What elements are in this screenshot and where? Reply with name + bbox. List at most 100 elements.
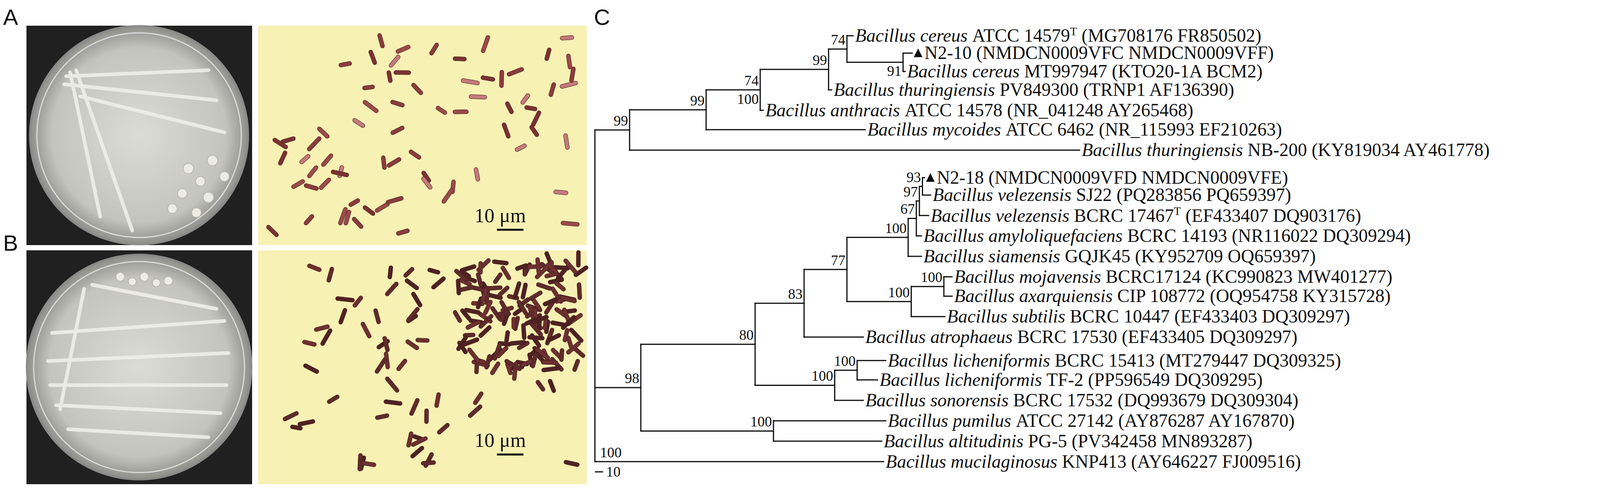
bootstrap-value: 97	[903, 183, 918, 200]
taxon-label-block: Bacillus amyloliquefaciensBCRC 14193 (NR…	[923, 226, 1411, 245]
species-name: Bacillus atrophaeus	[865, 326, 1013, 347]
tree-branch	[804, 268, 847, 270]
species-name: Bacillus mycoides	[867, 119, 1001, 140]
tree-branch	[911, 315, 946, 318]
bootstrap-value: 98	[624, 369, 640, 386]
strain-accession: BCRC 10447 (EF433403 DQ309297)	[1069, 305, 1350, 327]
strain-accession: NB-200 (KY819034 AY461778)	[1247, 139, 1490, 160]
tree-branch	[773, 440, 882, 442]
tree-branch	[760, 68, 829, 71]
tree-branch	[857, 379, 878, 381]
scale-bar-label-block: 10	[606, 464, 621, 479]
bootstrap-value: 99	[613, 112, 629, 129]
tree-branch	[919, 185, 923, 187]
bootstrap-value: 100	[834, 352, 856, 369]
plate-photo-a	[26, 25, 253, 245]
tree-branch	[594, 129, 596, 462]
bootstrap-value-block: 100	[600, 444, 622, 460]
taxon-label-block: Bacillus licheniformisBCRC 15413 (MT2794…	[887, 351, 1342, 370]
tree-branch	[903, 70, 906, 73]
tree-branch	[629, 149, 1080, 151]
taxon-label: N2-10 (NMDCN0009VFC NMDCN0009VFF)	[924, 42, 1275, 63]
bootstrap-value: 99	[812, 52, 827, 69]
tree-branch	[755, 384, 835, 386]
panel-letter: C	[593, 4, 611, 30]
strain-accession: TF-2 (PP596549 DQ309295)	[1046, 369, 1263, 390]
taxon-label-block: Bacillus atrophaeusBCRC 17530 (EF433405 …	[865, 327, 1298, 346]
bootstrap-value-block: 100	[920, 269, 943, 285]
tree-branch	[760, 109, 764, 111]
taxon-label-block: Bacillus velezensisSJ22 (PQ283856 PQ6593…	[932, 185, 1291, 205]
species-name: Bacillus altitudinis	[883, 430, 1024, 451]
bootstrap-value: 93	[906, 169, 922, 186]
bootstrap-value-block: 83	[787, 286, 803, 302]
strain-accession: CIP 108772 (OQ954758 KY315728)	[1117, 285, 1391, 306]
taxon-label-block: Bacillus sonorensisBCRC 17532 (DQ993679 …	[865, 390, 1299, 410]
species-name: Bacillus amyloliquefaciens	[923, 225, 1123, 246]
strain-accession: GQJK45 (KY952709 OQ659397)	[1064, 245, 1316, 267]
species-name: Bacillus mucilaginosus	[885, 450, 1058, 472]
bootstrap-value-block: 99	[812, 52, 827, 68]
panel-letter: A	[3, 4, 19, 30]
tree-branch	[755, 302, 805, 304]
strain-accession: SJ22 (PQ283856 PQ659397)	[1076, 184, 1292, 205]
strain-accession: MT997947 (KTO20-1A BCM2)	[1024, 60, 1263, 82]
bootstrap-value-block: 74	[744, 73, 759, 88]
type-strain-mark: T	[1070, 25, 1077, 38]
bootstrap-value-block: 100	[884, 220, 907, 236]
bootstrap-value: 74	[830, 31, 846, 48]
tree-branch	[908, 217, 917, 219]
panel-letter-block: C	[593, 6, 611, 29]
tree-branch	[629, 109, 707, 111]
query-strain-marker	[925, 173, 935, 182]
taxon-label-block: N2-10 (NMDCN0009VFC NMDCN0009VFF)	[924, 43, 1275, 63]
bootstrap-value-block: 100	[737, 91, 759, 107]
species-name: Bacillus anthracis	[765, 99, 900, 121]
taxon-label-block: Bacillus pumilusATCC 27142 (AY876287 AY1…	[887, 411, 1295, 430]
strain-accession: BCRC 17532 (DQ993679 DQ309304)	[1013, 389, 1299, 411]
tree-branch	[846, 236, 909, 238]
species-name: Bacillus axarquiensis	[953, 285, 1113, 306]
bootstrap-value: 77	[830, 252, 846, 269]
bootstrap-value: 67	[900, 200, 915, 217]
bootstrap-value-block: 100	[750, 414, 772, 429]
tree-branch	[846, 35, 853, 37]
taxon-label-block: Bacillus thuringiensisNB-200 (KY819034 A…	[1081, 140, 1490, 160]
bootstrap-value: 80	[739, 326, 754, 343]
taxon-label-block: Bacillus velezensisBCRC 17467T(EF433407 …	[930, 206, 1362, 225]
strain-accession: PV849300 (TRNP1 AF136390)	[999, 79, 1235, 100]
taxon-label-block: Bacillus siamensisGQJK45 (KY952709 OQ659…	[923, 246, 1316, 266]
tree-branch	[846, 300, 912, 302]
strain-accession: BCRC 15413 (MT279447 DQ309325)	[1054, 349, 1341, 371]
bootstrap-value-block: 77	[830, 252, 846, 268]
tree-branch	[919, 214, 929, 217]
bootstrap-value-block: 99	[613, 113, 629, 128]
taxon-label-block: Bacillus mucilaginosusKNP413 (AY646227 F…	[885, 452, 1302, 471]
tree-branch	[903, 52, 913, 54]
species-name: Bacillus siamensis	[923, 245, 1061, 267]
tree-branch	[640, 430, 774, 432]
taxon-label-block: Bacillus licheniformisTF-2 (PP596549 DQ3…	[879, 370, 1263, 389]
tree-branch	[594, 129, 630, 131]
tree-branch	[828, 48, 847, 50]
type-strain-mark: T	[1173, 205, 1181, 218]
tree-branch	[922, 176, 925, 178]
taxon-label-block: Bacillus altitudinisPG-5 (PV342458 MN893…	[883, 431, 1253, 451]
tree-branch	[594, 460, 884, 462]
tree-branch	[916, 200, 920, 202]
bootstrap-value: 83	[787, 285, 803, 302]
tree-branch	[857, 359, 886, 361]
bootstrap-value: 99	[690, 92, 705, 109]
strain-accession: PG-5 (PV342458 MN893287)	[1028, 430, 1253, 451]
bootstrap-value-block: 98	[624, 370, 640, 386]
species-name: Bacillus velezensis	[932, 184, 1072, 205]
bootstrap-value-block: 93	[906, 169, 922, 185]
taxon-label-block: Bacillus thuringiensisPV849300 (TRNP1 AF…	[833, 80, 1235, 99]
species-name: Bacillus licheniformis	[887, 349, 1051, 371]
tree-branch	[773, 419, 886, 421]
tree-branch	[911, 285, 944, 287]
scale-bar-label-block: 10 μm	[474, 205, 526, 226]
taxon-label-block: Bacillus axarquiensisCIP 108772 (OQ95475…	[953, 286, 1391, 306]
tree-scale-bar	[594, 470, 603, 473]
